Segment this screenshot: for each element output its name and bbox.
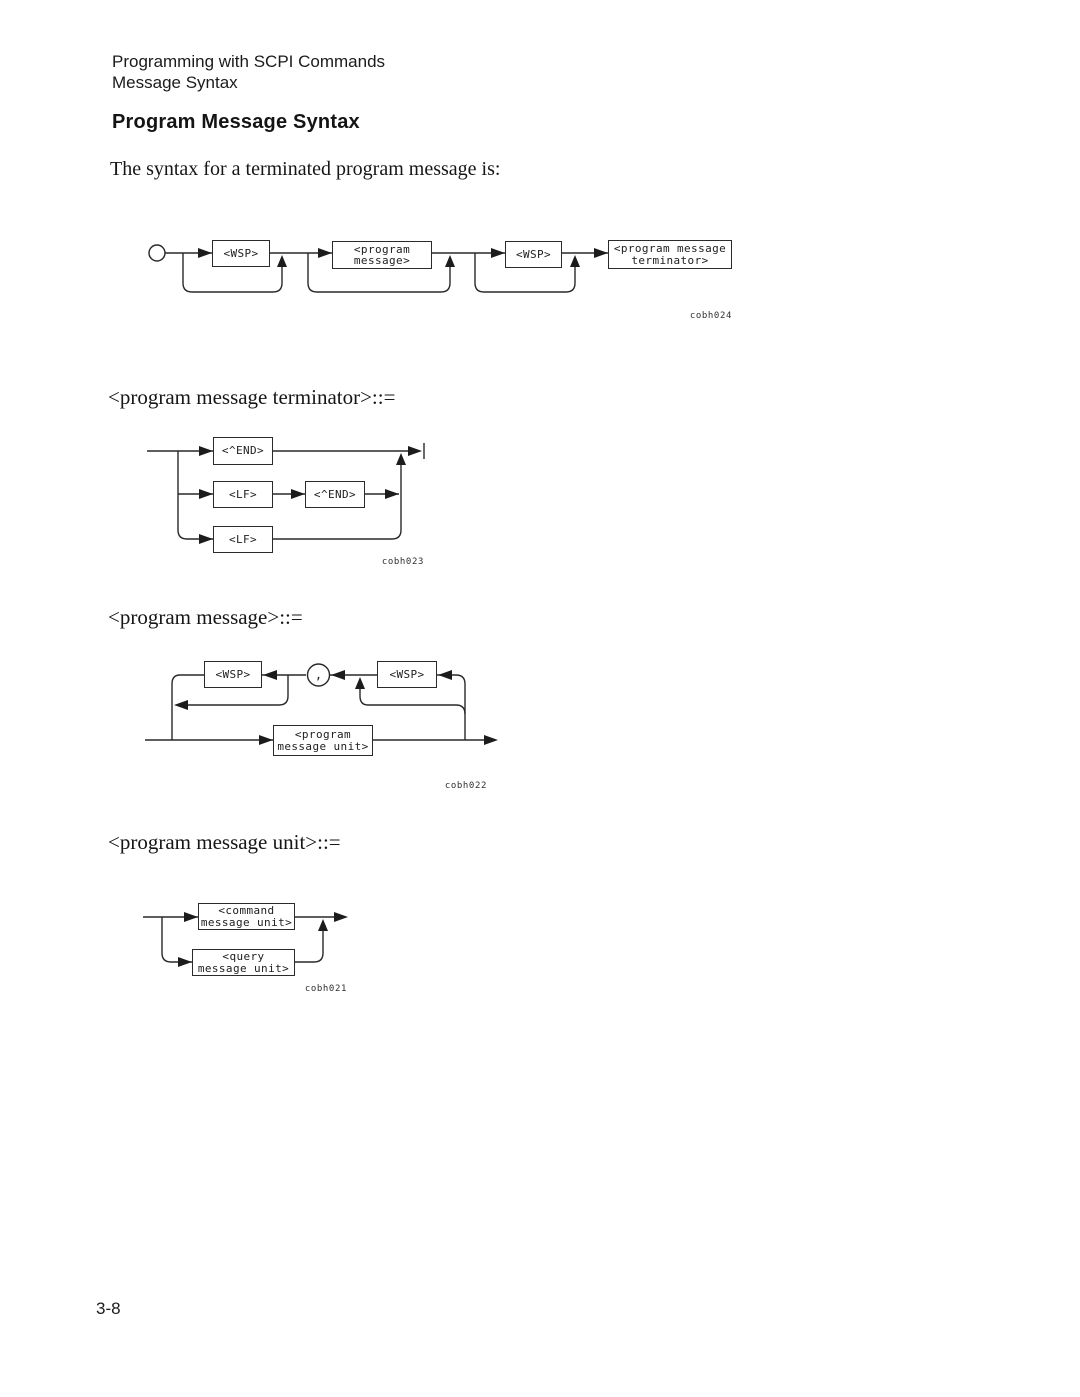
syntax-diagram-program-message — [148, 244, 608, 293]
arrow-right-icon — [318, 248, 332, 258]
page-title: Program Message Syntax — [112, 111, 360, 133]
section-heading-message: <program message>::= — [108, 605, 303, 629]
diagram-box-wsp: <WSP> — [505, 241, 562, 268]
arrow-up-icon — [318, 919, 328, 931]
arrow-right-icon — [291, 489, 305, 499]
page-number: 3-8 — [96, 1299, 121, 1318]
arrow-right-icon — [259, 735, 273, 745]
diagram-box-wsp: <WSP> — [377, 661, 437, 688]
arrow-right-icon — [199, 534, 213, 544]
arrow-right-icon — [198, 248, 212, 258]
diagram-caption: cobh022 — [444, 781, 487, 791]
arrow-left-icon — [174, 700, 188, 710]
arrow-up-icon — [570, 255, 580, 267]
diagram-box-lf: <LF> — [213, 481, 273, 508]
arrow-right-icon — [178, 957, 192, 967]
arrow-right-icon — [184, 912, 198, 922]
arrow-up-icon — [396, 453, 406, 465]
arrow-right-icon — [199, 446, 213, 456]
intro-text: The syntax for a terminated program mess… — [110, 158, 501, 180]
diagram-caption: cobh021 — [304, 984, 347, 994]
arrow-left-icon — [331, 670, 345, 680]
arrow-right-icon — [491, 248, 505, 258]
arrow-left-icon — [263, 670, 277, 680]
arrow-up-icon — [355, 677, 365, 689]
diagram-caption: cobh024 — [689, 311, 732, 321]
diagram-box-end: <^END> — [213, 437, 273, 465]
start-node — [148, 244, 166, 262]
arrow-right-icon — [385, 489, 399, 499]
syntax-diagram-unit — [143, 912, 348, 967]
diagram-box-end: <^END> — [305, 481, 365, 508]
diagram-box-program-message-unit: <program message unit> — [273, 725, 373, 756]
arrow-up-icon — [445, 255, 455, 267]
arrow-right-icon — [199, 489, 213, 499]
diagram-box-program-message: <program message> — [332, 241, 432, 269]
running-header: Programming with SCPI Commands Message S… — [112, 51, 385, 93]
separator-label: , — [314, 668, 323, 682]
diagram-caption: cobh023 — [381, 557, 424, 567]
running-header-line1: Programming with SCPI Commands — [112, 52, 386, 71]
arrow-right-icon — [334, 912, 348, 922]
syntax-diagram-message — [145, 663, 498, 745]
diagram-box-wsp: <WSP> — [212, 240, 270, 267]
diagram-box-command-unit: <command message unit> — [198, 903, 295, 930]
section-heading-terminator: <program message terminator>::= — [108, 385, 396, 409]
arrow-left-icon — [438, 670, 452, 680]
diagram-box-query-unit: <query message unit> — [192, 949, 295, 976]
separator-node — [306, 663, 331, 687]
arrow-right-icon — [594, 248, 608, 258]
arrow-right-icon — [408, 446, 422, 456]
arrow-right-icon — [484, 735, 498, 745]
running-header-line2: Message Syntax — [112, 73, 238, 92]
diagram-box-lf: <LF> — [213, 526, 273, 553]
section-heading-unit: <program message unit>::= — [108, 830, 341, 854]
arrow-up-icon — [277, 255, 287, 267]
syntax-diagram-terminator — [147, 443, 425, 544]
diagram-box-wsp: <WSP> — [204, 661, 262, 688]
diagram-box-terminator: <program message terminator> — [608, 240, 732, 269]
